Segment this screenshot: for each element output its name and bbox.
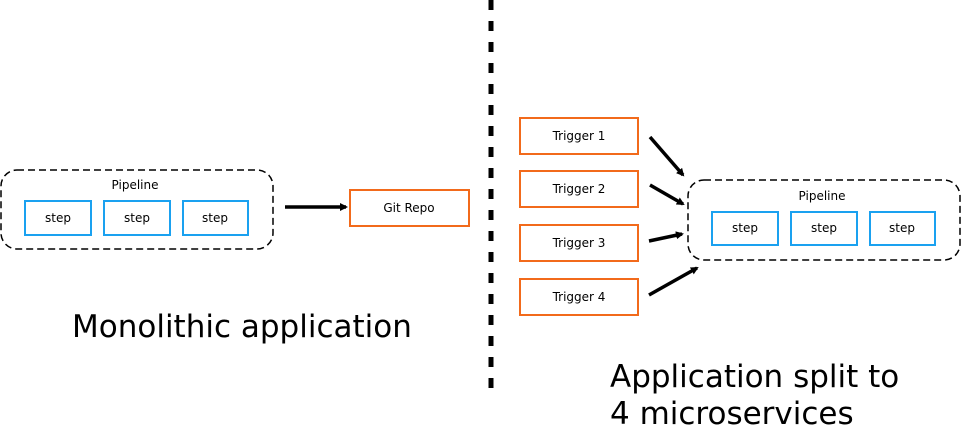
left-caption: Monolithic application xyxy=(72,309,412,345)
right-step-box-1 xyxy=(711,211,779,246)
trigger-arrow-4 xyxy=(648,266,699,297)
trigger-box-4 xyxy=(519,278,639,316)
trigger-label-4: Trigger 4 xyxy=(552,290,606,304)
right-step-label-3: step xyxy=(889,221,915,235)
trigger-arrow-3 xyxy=(648,231,684,243)
left-step-box-3 xyxy=(182,200,249,236)
git-repo-label: Git Repo xyxy=(383,201,434,215)
trigger-label-3: Trigger 3 xyxy=(552,236,606,250)
left-pipeline-container xyxy=(0,169,274,250)
right-step-box-2 xyxy=(790,211,858,246)
trigger-box-3 xyxy=(519,224,639,262)
left-step-box-1 xyxy=(24,200,92,236)
left-pipeline-label: Pipeline xyxy=(112,178,159,192)
right-step-label-2: step xyxy=(811,221,837,235)
trigger-box-1 xyxy=(519,117,639,155)
left-step-label-1: step xyxy=(45,211,71,225)
right-caption-line1: Application split to xyxy=(610,359,899,395)
right-step-box-3 xyxy=(869,211,936,246)
trigger-box-2 xyxy=(519,170,639,208)
git-repo-box xyxy=(349,189,470,227)
trigger-arrow-1 xyxy=(648,135,685,177)
right-pipeline-label: Pipeline xyxy=(799,189,846,203)
right-section: Trigger 1 Trigger 2 Trigger 3 Trigger 4 … xyxy=(519,117,961,427)
left-step-box-2 xyxy=(103,200,171,236)
left-step-label-2: step xyxy=(124,211,150,225)
left-section: Pipeline step step step Git Repo Monolit… xyxy=(0,169,470,345)
right-step-label-1: step xyxy=(732,221,758,235)
right-caption-line2: 4 microservices xyxy=(610,396,854,427)
trigger-arrow-2 xyxy=(649,183,685,206)
right-pipeline-container xyxy=(687,179,961,261)
trigger-label-1: Trigger 1 xyxy=(552,129,606,143)
left-step-label-3: step xyxy=(202,211,228,225)
trigger-label-2: Trigger 2 xyxy=(552,182,606,196)
